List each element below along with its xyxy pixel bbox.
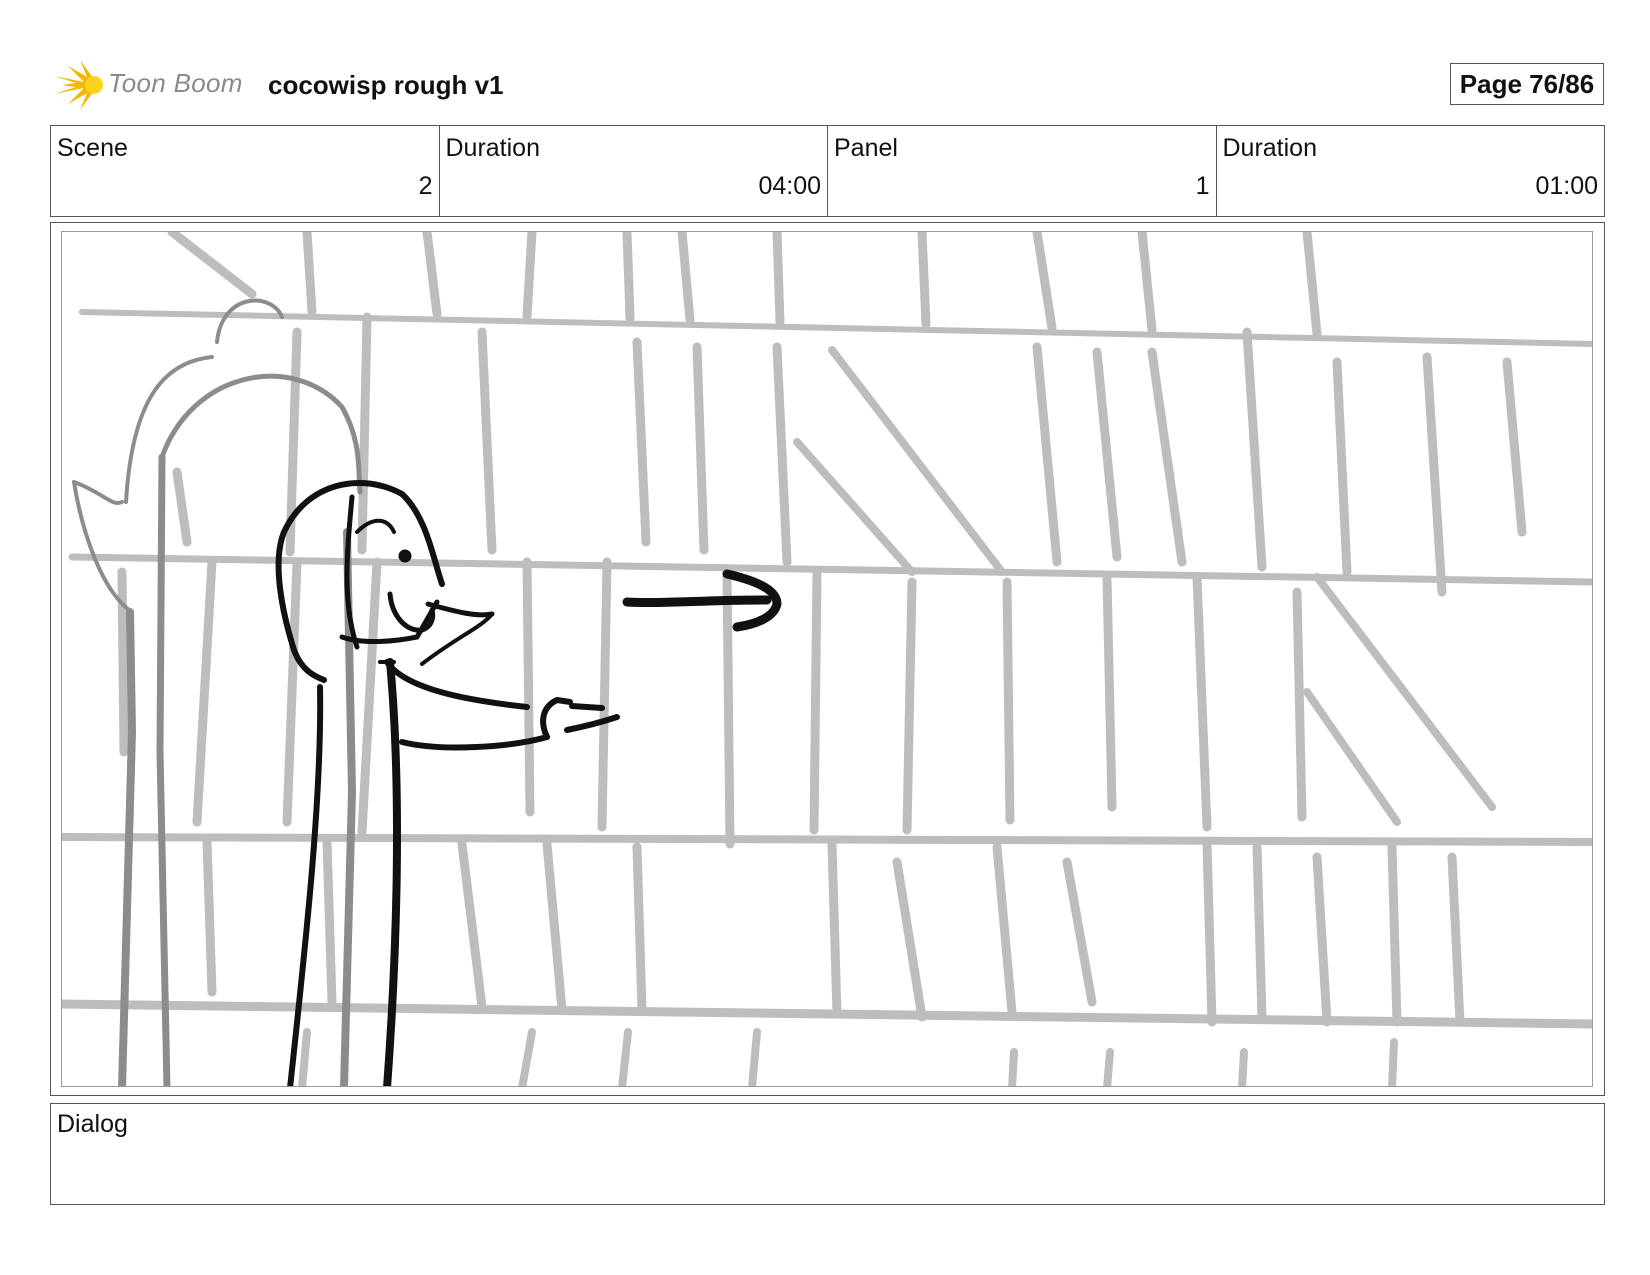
toon-boom-logo: Toon Boom bbox=[54, 58, 254, 112]
logo-text: Toon Boom bbox=[108, 68, 243, 98]
dialog-label: Dialog bbox=[57, 1110, 128, 1138]
scene-duration-label: Duration bbox=[445, 134, 541, 162]
panel-duration-value: 01:00 bbox=[1535, 172, 1598, 200]
scene-duration-cell: Duration 04:00 bbox=[440, 126, 828, 216]
panel-cell: Panel 1 bbox=[828, 126, 1217, 216]
sun-burst-icon bbox=[54, 60, 103, 110]
document-title: cocowisp rough v1 bbox=[268, 70, 504, 100]
panel-duration-cell: Duration 01:00 bbox=[1217, 126, 1605, 216]
character-sketch bbox=[275, 480, 782, 1086]
page-number: Page 76/86 bbox=[1450, 63, 1604, 105]
background-figure-sketch bbox=[72, 298, 363, 1086]
panel-value: 1 bbox=[1195, 172, 1210, 200]
scene-cell: Scene 2 bbox=[51, 126, 440, 216]
bookshelf-background-sketch bbox=[62, 232, 1592, 1086]
panel-duration-label: Duration bbox=[1222, 134, 1318, 162]
scene-duration-value: 04:00 bbox=[758, 172, 821, 200]
scene-value: 2 bbox=[418, 172, 433, 200]
panel-drawing-area bbox=[61, 231, 1593, 1087]
storyboard-panel bbox=[50, 222, 1605, 1096]
dialog-box: Dialog bbox=[50, 1103, 1605, 1205]
scene-label: Scene bbox=[57, 134, 128, 162]
sketch-drawing bbox=[62, 232, 1592, 1086]
scene-info-table: Scene 2 Duration 04:00 Panel 1 Duration … bbox=[50, 125, 1605, 217]
panel-label: Panel bbox=[834, 134, 898, 162]
